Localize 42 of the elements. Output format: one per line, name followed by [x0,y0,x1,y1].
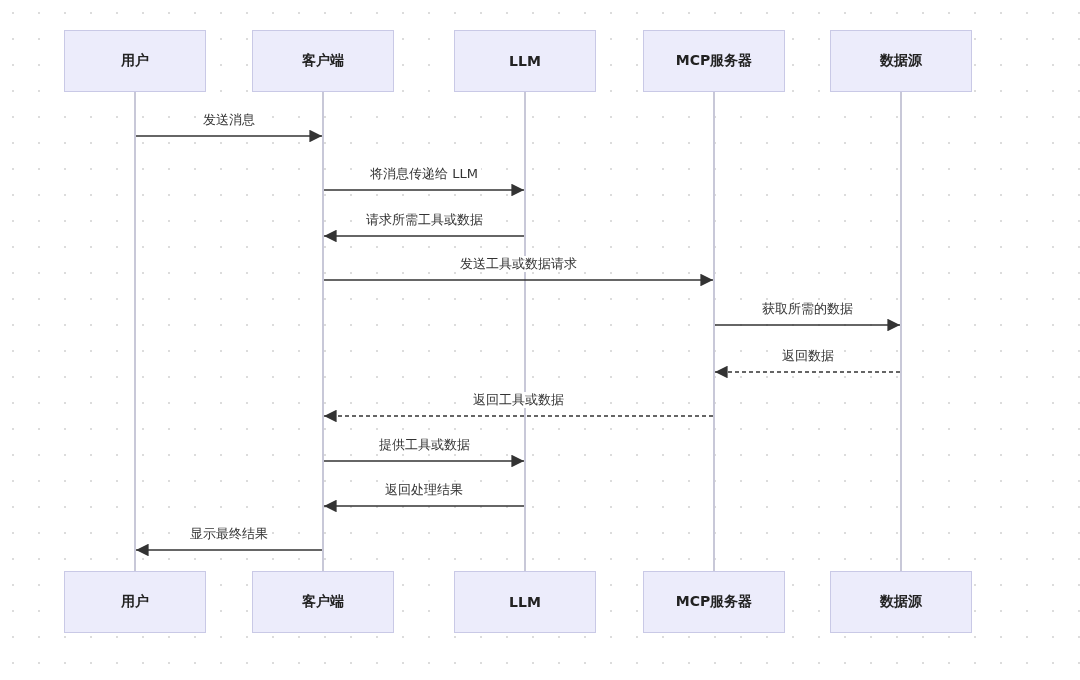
participant-name: LLM [509,53,541,69]
participant-name: 用户 [121,52,149,70]
participant-box [830,30,972,92]
message-arrow [135,543,323,557]
message-arrow [323,229,525,243]
participant-box [252,571,394,633]
participant-name: 客户端 [302,52,344,70]
edge-label: 发送消息 [200,112,258,128]
edge-label: 显示最终结果 [187,526,271,542]
participant-name: 客户端 [302,593,344,611]
edge-label: 返回处理结果 [382,482,466,498]
participant-box [454,571,596,633]
edge-label: 将消息传递给 LLM [367,166,481,182]
edge-label: 返回工具或数据 [470,392,567,408]
participant-box [643,571,785,633]
participant-name: 数据源 [880,52,922,70]
participant-box [64,30,206,92]
message-arrow [135,129,323,143]
message-arrow [323,454,525,468]
lifeline [322,92,324,571]
participant-name: 用户 [121,593,149,611]
lifeline [713,92,715,571]
message-arrow [714,318,901,332]
participant-box [64,571,206,633]
participant-box [643,30,785,92]
participant-name: 数据源 [880,593,922,611]
edge-label: 发送工具或数据请求 [457,256,580,272]
message-arrow [714,365,901,379]
participant-name: MCP服务器 [675,593,753,611]
lifeline [524,92,526,571]
lifeline [900,92,902,571]
participant-box [252,30,394,92]
participant-box [454,30,596,92]
edge-label: 获取所需的数据 [759,301,856,317]
lifeline [134,92,136,571]
message-arrow [323,183,525,197]
participant-name: MCP服务器 [675,52,753,70]
participant-box [830,571,972,633]
message-arrow [323,273,714,287]
message-arrow [323,499,525,513]
participant-name: LLM [509,594,541,610]
message-arrow [323,409,714,423]
